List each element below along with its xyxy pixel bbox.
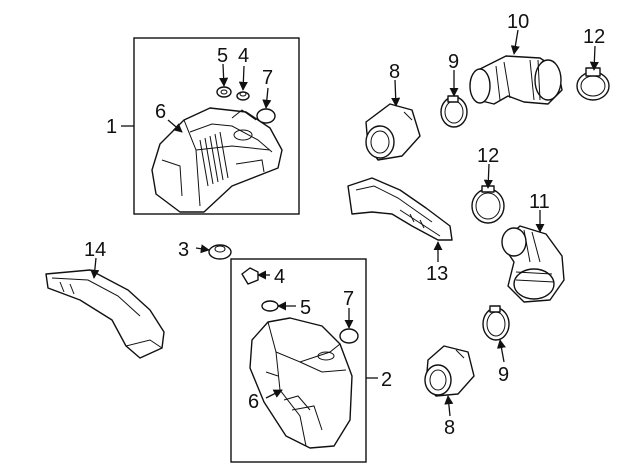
nut-lower xyxy=(261,300,279,312)
callout-13: 13 xyxy=(426,263,448,285)
bolt-upper xyxy=(236,91,250,101)
lower-air-cleaner-assembly xyxy=(230,258,378,463)
air-hose-11 xyxy=(501,225,565,303)
grommet xyxy=(208,244,232,260)
callout-5-upper: 5 xyxy=(217,45,228,67)
mass-air-flow-sensor-upper xyxy=(365,103,421,161)
upper-air-cleaner-assembly xyxy=(121,37,300,215)
callout-12-upper: 12 xyxy=(583,26,605,48)
callout-1: 1 xyxy=(106,116,117,138)
o-ring-upper xyxy=(256,108,276,124)
clamp-upper xyxy=(440,95,468,128)
callout-11: 11 xyxy=(529,191,550,213)
callout-10: 10 xyxy=(507,11,529,33)
air-cleaner-housing-upper xyxy=(151,107,283,213)
callout-6-upper: 6 xyxy=(155,101,166,123)
callout-8-lower: 8 xyxy=(444,417,455,439)
callout-9-lower: 9 xyxy=(498,364,509,386)
callout-6-lower: 6 xyxy=(248,391,259,413)
clamp-middle xyxy=(471,185,505,224)
callout-9-upper: 9 xyxy=(448,51,459,73)
callout-labels: 1 2 3 4 4 5 5 6 6 7 7 8 8 9 9 10 11 12 1… xyxy=(84,11,605,439)
callout-2: 2 xyxy=(381,369,392,391)
clamp-upper-right xyxy=(576,67,610,101)
o-ring-lower xyxy=(339,328,359,344)
air-hose-10 xyxy=(469,55,563,105)
callout-4-upper: 4 xyxy=(238,45,249,67)
intake-duct-13 xyxy=(347,177,453,241)
mass-air-flow-sensor-lower xyxy=(424,345,475,397)
callout-12-middle: 12 xyxy=(477,145,499,167)
bolt-lower xyxy=(241,267,259,285)
callout-8-upper: 8 xyxy=(389,61,400,83)
callout-5-lower: 5 xyxy=(300,297,311,319)
callout-7-upper: 7 xyxy=(262,67,273,89)
clamp-lower xyxy=(482,305,510,341)
callout-14: 14 xyxy=(84,239,106,261)
callout-7-lower: 7 xyxy=(343,288,354,310)
air-cleaner-housing-lower xyxy=(249,317,353,449)
intake-duct-14 xyxy=(45,269,165,359)
callout-3: 3 xyxy=(178,239,189,261)
nut-upper xyxy=(216,86,232,98)
leader-lines xyxy=(90,29,599,417)
callout-4-lower: 4 xyxy=(274,266,285,288)
assembly-2-frame xyxy=(230,258,367,463)
